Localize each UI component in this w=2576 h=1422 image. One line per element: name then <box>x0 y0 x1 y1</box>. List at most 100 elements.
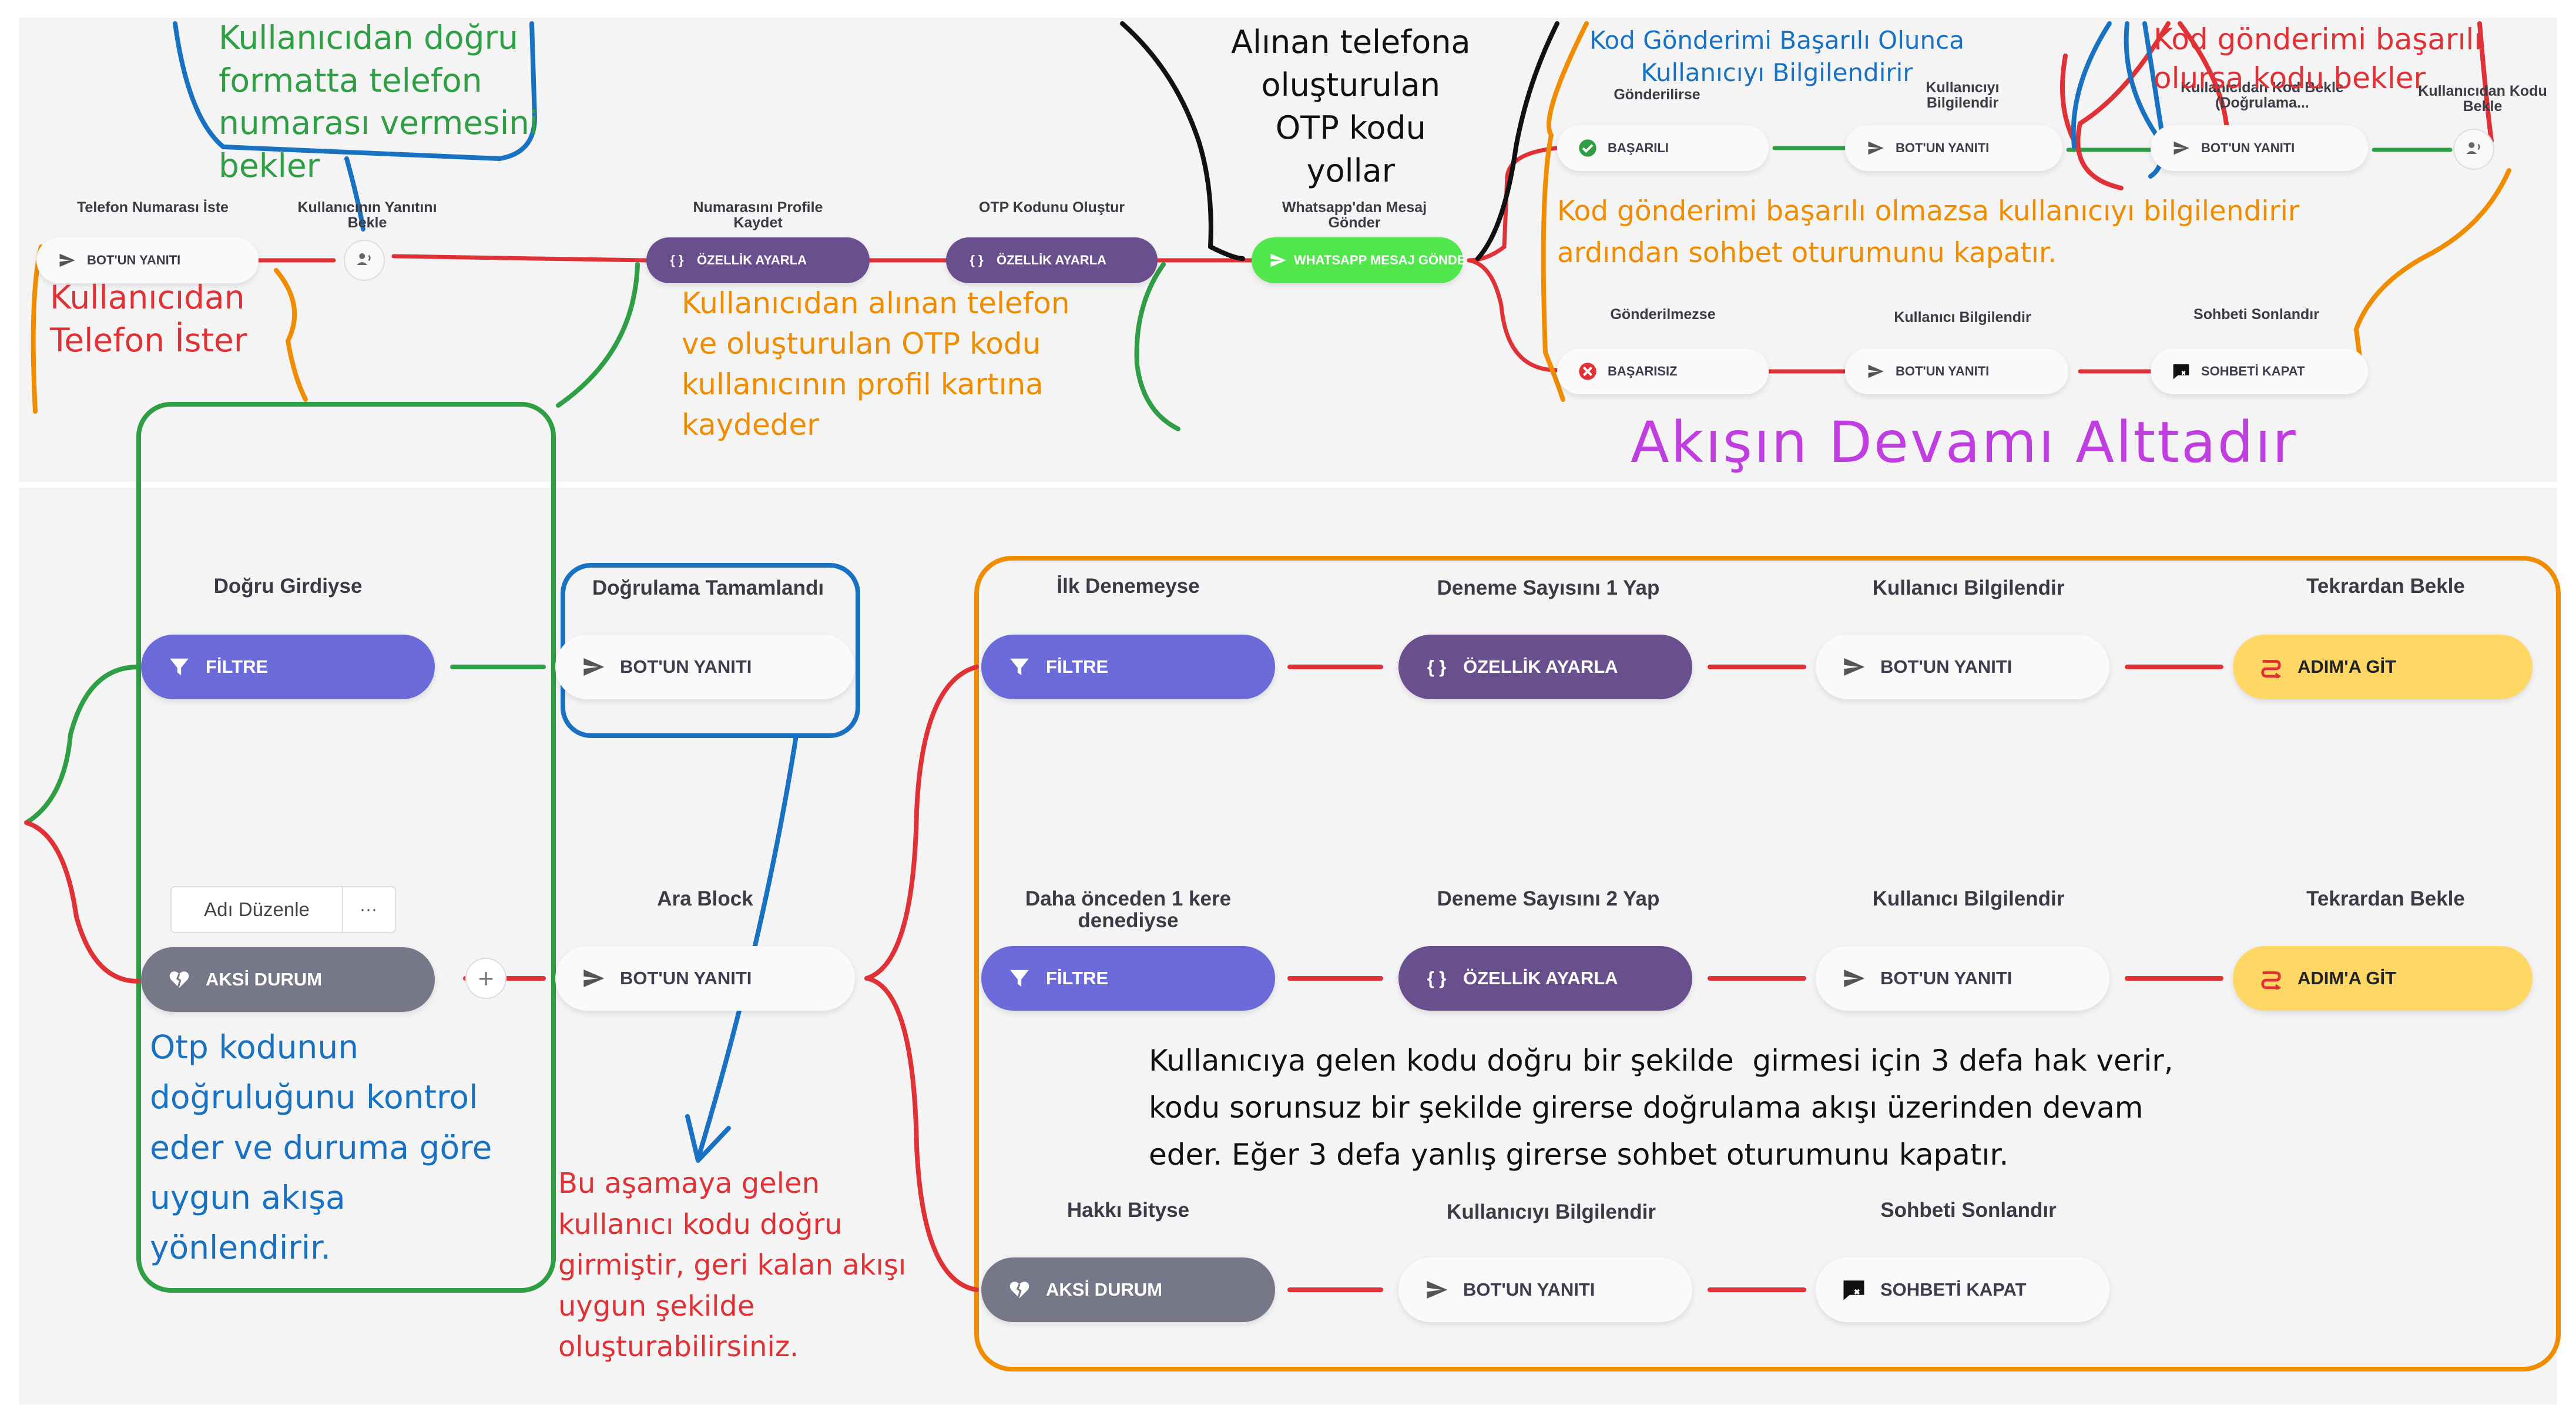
broken-heart-icon <box>162 968 196 991</box>
annotation-ask-phone: Kullanıcıdan Telefon İster <box>50 279 247 359</box>
label-profil-kaydet: Numarasını Profile Kaydet <box>693 199 823 232</box>
send-icon <box>53 251 81 269</box>
node-filtre-2[interactable]: FİLTRE <box>981 635 1275 699</box>
chat-close-icon <box>2167 362 2195 381</box>
filter-icon <box>1002 967 1037 990</box>
node-ozellik-b[interactable]: { } ÖZELLİK AYARLA <box>1398 946 1692 1011</box>
node-bot-b[interactable]: BOT'UN YANITI <box>1816 946 2109 1011</box>
node-sohbeti-kapat-bottom[interactable]: SOHBETİ KAPAT <box>1816 1257 2109 1322</box>
send-icon <box>2167 139 2195 157</box>
node-basarili[interactable]: BAŞARILI <box>1557 125 1769 171</box>
label-tekrar-a: Tekrardan Bekle <box>2306 575 2465 598</box>
label-bilgilendir-c: Kullanıcıyı Bilgilendir <box>1447 1200 1656 1223</box>
jump-icon <box>2254 656 2288 678</box>
connector-whatsapp-basarili <box>1467 146 1559 263</box>
node-basarisiz[interactable]: BAŞARISIZ <box>1557 348 1769 394</box>
user-icon <box>2464 139 2484 160</box>
braces-icon: { } <box>1427 656 1447 677</box>
node-bot-dogrulama[interactable]: BOT'UN YANITI <box>555 635 855 699</box>
annotation-correct-user: Bu aşamaya gelen kullanıcı kodu doğru gi… <box>558 1167 907 1364</box>
node-controls: Adı Düzenle ··· <box>170 886 396 933</box>
node-bot-a[interactable]: BOT'UN YANITI <box>1816 635 2109 699</box>
node-bot-yaniti-2[interactable]: BOT'UN YANITI <box>1845 125 2062 171</box>
label-ara-block: Ara Block <box>657 887 753 910</box>
label-sonlandir-top: Sohbeti Sonlandır <box>2193 306 2319 323</box>
annotation-send-otp: Alınan telefona oluşturulan OTP kodu yol… <box>1231 24 1471 189</box>
connector-wait-ozellik <box>391 254 649 263</box>
braces-icon: { } <box>970 253 984 267</box>
label-kod-bekle: Kullanıcıdan Kodu Bekle <box>2418 83 2547 115</box>
label-whatsapp: Whatsapp'dan Mesaj Gönder <box>1282 199 1427 232</box>
label-bilgilendir-1: Kullanıcıyı Bilgilendir <box>1926 79 2000 112</box>
filter-icon <box>1002 656 1037 678</box>
send-icon <box>1861 139 1890 157</box>
label-telefon-iste: Telefon Numarası İste <box>77 199 229 216</box>
node-bot-yaniti-3[interactable]: BOT'UN YANITI <box>2151 125 2368 171</box>
annotation-continue-below: Akışın Devamı Alttadır <box>1631 410 2297 475</box>
broken-heart-icon <box>1002 1279 1037 1301</box>
x-circle-icon <box>1574 362 1602 381</box>
label-yanit-bekle: Kullanıcının Yanıtını Bekle <box>297 199 437 232</box>
send-icon <box>1268 251 1288 269</box>
annotation-fail-info: Kod gönderimi başarılı olmazsa kullanıcı… <box>1557 195 2300 269</box>
braces-icon: { } <box>670 253 684 267</box>
send-icon <box>576 655 611 679</box>
label-once-denendi: Daha önceden 1 kere denediyse <box>1025 887 1232 932</box>
node-whatsapp-mesaj[interactable]: WHATSAPP MESAJ GÖNDE <box>1252 237 1466 283</box>
node-ozellik-ayarla-2[interactable]: { } ÖZELLİK AYARLA <box>946 237 1158 283</box>
label-kod-bekle-trunc: Kullanıcıdan Kod Bekle (Doğrulama... <box>2181 79 2344 112</box>
jump-icon <box>2254 967 2288 990</box>
node-filtre-3[interactable]: FİLTRE <box>981 946 1275 1011</box>
send-icon <box>1420 1278 1454 1302</box>
node-filtre-1[interactable]: FİLTRE <box>141 635 435 699</box>
annotation-three-tries: Kullanıcıya gelen kodu doğru bir şekilde… <box>1149 1044 2174 1172</box>
node-sohbeti-kapat-top[interactable]: SOHBETİ KAPAT <box>2151 348 2368 394</box>
send-icon <box>1837 967 1871 990</box>
check-circle-icon <box>1574 139 1602 157</box>
node-aksi-durum-1[interactable]: AKSİ DURUM <box>141 947 435 1012</box>
send-icon <box>1837 655 1871 679</box>
annotation-wait-code: Kod gönderimi başarılı olursa kodu bekle… <box>2154 22 2483 95</box>
label-gonderilirse: Gönderilirse <box>1614 86 1700 103</box>
send-icon <box>576 967 611 990</box>
annotation-wait-format: Kullanıcıdan doğru formatta telefon numa… <box>219 19 539 185</box>
label-deneme-2: Deneme Sayısını 2 Yap <box>1437 887 1660 910</box>
label-dogrulama-tamam: Doğrulama Tamamlandı <box>592 576 824 599</box>
wait-for-reply-node[interactable] <box>344 240 385 281</box>
filter-icon <box>162 656 196 678</box>
label-tekrar-b: Tekrardan Bekle <box>2306 887 2465 910</box>
label-gonderilmezse: Gönderilmezse <box>1610 306 1716 323</box>
send-icon <box>1861 363 1890 380</box>
wait-for-code-node[interactable] <box>2453 129 2494 170</box>
node-aksi-durum-2[interactable]: AKSİ DURUM <box>981 1257 1275 1322</box>
connector-whatsapp-basarisiz <box>1467 258 1559 373</box>
label-otp-olustur: OTP Kodunu Oluştur <box>978 199 1125 216</box>
user-icon <box>354 250 374 271</box>
label-ilk-deneme: İlk Denemeyse <box>1056 575 1200 598</box>
node-bot-c[interactable]: BOT'UN YANITI <box>1398 1257 1692 1322</box>
annotation-check-otp: Otp kodunun doğruluğunu kontrol eder ve … <box>150 1028 492 1266</box>
node-bot-ara[interactable]: BOT'UN YANITI <box>555 946 855 1011</box>
label-bilgilendir-a: Kullanıcı Bilgilendir <box>1872 576 2065 599</box>
node-bot-yaniti-4[interactable]: BOT'UN YANITI <box>1845 348 2068 394</box>
node-adima-git-a[interactable]: ADIM'A GİT <box>2233 635 2533 699</box>
label-bilgilendir-b: Kullanıcı Bilgilendir <box>1872 887 2065 910</box>
node-ozellik-ayarla-1[interactable]: { } ÖZELLİK AYARLA <box>646 237 870 283</box>
annotation-success-info: Kod Gönderimi Başarılı Olunca Kullanıcıy… <box>1589 26 1964 87</box>
rename-button[interactable]: Adı Düzenle <box>172 887 343 932</box>
bottom-flow-panel <box>19 488 2557 1404</box>
label-bilgilendir-2: Kullanıcı Bilgilendir <box>1894 309 2031 326</box>
add-step-button[interactable]: + <box>465 958 507 999</box>
node-adima-git-b[interactable]: ADIM'A GİT <box>2233 946 2533 1011</box>
label-dogru-girdiyse: Doğru Girdiyse <box>213 575 363 598</box>
label-deneme-1: Deneme Sayısını 1 Yap <box>1437 576 1660 599</box>
braces-icon: { } <box>1427 968 1447 988</box>
chat-close-icon <box>1837 1277 1871 1302</box>
more-button[interactable]: ··· <box>360 900 377 919</box>
annotation-save-profile: Kullanıcıdan alınan telefon ve oluşturul… <box>682 286 1070 442</box>
label-sonlandir-bottom: Sohbeti Sonlandır <box>1880 1199 2057 1222</box>
label-hakki-bitti: Hakkı Bityse <box>1066 1199 1190 1222</box>
node-ozellik-a[interactable]: { } ÖZELLİK AYARLA <box>1398 635 1692 699</box>
node-bot-yaniti-1[interactable]: BOT'UN YANITI <box>36 237 259 283</box>
